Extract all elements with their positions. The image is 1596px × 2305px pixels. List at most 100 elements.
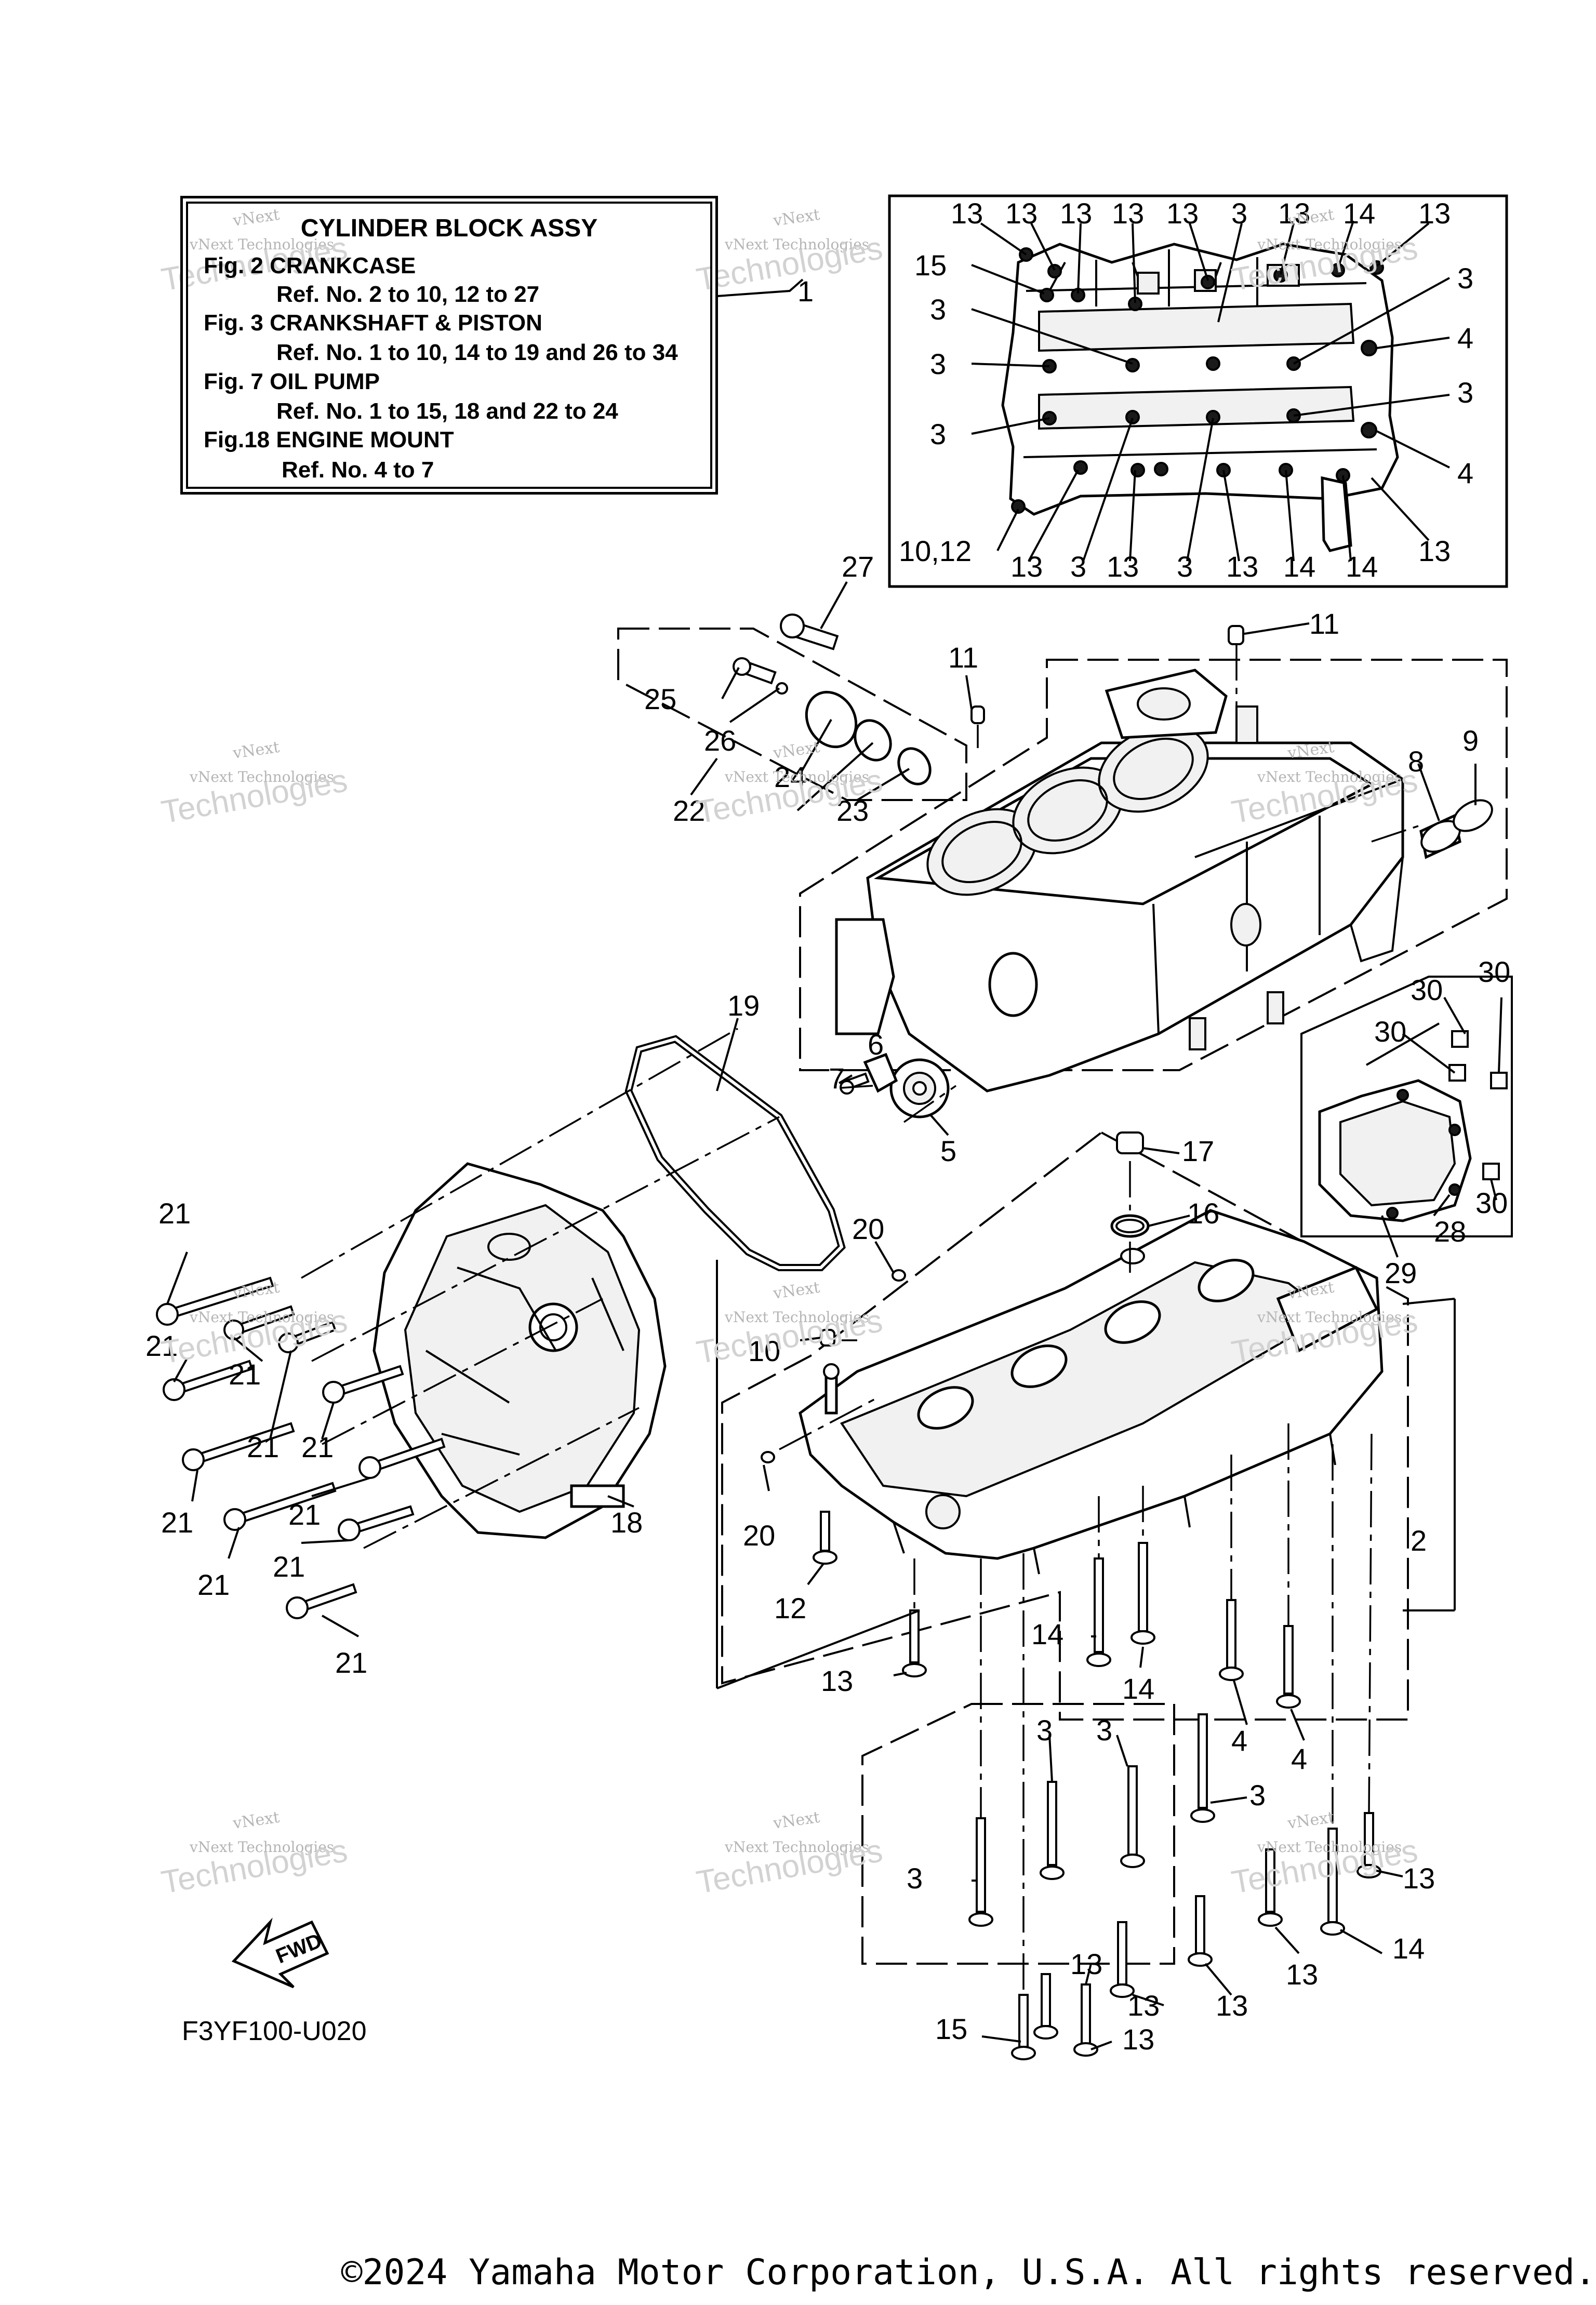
callout: 14 [1031, 1618, 1063, 1650]
reference-ref-line: Ref. No. 4 to 7 [282, 457, 434, 483]
callout: 18 [610, 1506, 643, 1539]
watermark-4: vNext vNext Technologies Technologies [158, 738, 350, 831]
svg-text:vNext: vNext [231, 1278, 281, 1303]
callout: 13 [1226, 550, 1258, 583]
svg-text:vNext: vNext [772, 738, 821, 763]
reference-fig-line: Fig. 7 OIL PUMP [204, 369, 380, 394]
callout: 10,12 [899, 535, 972, 567]
callout: 4 [1457, 322, 1473, 354]
svg-text:vNext Technologies: vNext Technologies [724, 768, 869, 785]
figure-code: F3YF100-U020 [182, 2016, 367, 2046]
callout: 4 [1231, 1724, 1247, 1757]
group-outline-22 [617, 628, 967, 801]
crankcase-bottom-view [1001, 243, 1399, 552]
callout: 13 [1005, 197, 1038, 230]
reference-fig-line: Fig.18 ENGINE MOUNT [204, 427, 454, 452]
callout: 20 [852, 1213, 884, 1245]
callout: 11 [1309, 607, 1339, 640]
reference-ref-line: Ref. No. 1 to 10, 14 to 19 and 26 to 34 [276, 340, 678, 365]
callout: 13 [1216, 1989, 1248, 2022]
bracket-lines [716, 1022, 1456, 1689]
callout: 3 [1457, 262, 1473, 295]
inset-callouts: 13 13 13 13 13 3 13 14 13 15 3 3 3 3 3 4… [899, 197, 1473, 583]
vertical-bolts [813, 1511, 1381, 2060]
callout: 21 [197, 1568, 230, 1601]
callout: 30 [1374, 1015, 1406, 1048]
callout: 20 [743, 1519, 775, 1552]
callout: 3 [930, 418, 946, 450]
callout: 21 [273, 1550, 305, 1583]
callout: 13 [1107, 550, 1139, 583]
svg-text:vNext: vNext [772, 1808, 821, 1833]
dowels-10-20 [761, 1269, 906, 1463]
callout: 5 [940, 1135, 956, 1167]
lower-crankcase [799, 1209, 1384, 1575]
callout: 13 [1278, 197, 1310, 230]
svg-text:vNext Technologies: vNext Technologies [1257, 236, 1402, 253]
callout: 14 [1392, 1932, 1425, 1965]
callout: 30 [1478, 955, 1510, 988]
bolts-21 [156, 1276, 446, 1619]
svg-text:vNext: vNext [772, 1278, 821, 1303]
callout: 13 [1166, 197, 1199, 230]
oil-seal-group [733, 614, 932, 785]
fwd-arrow [231, 1917, 329, 1989]
callout: 13 [1127, 1989, 1160, 2022]
side-cover-28 [1318, 1030, 1508, 1222]
reference-ref-line: Ref. No. 1 to 15, 18 and 22 to 24 [276, 398, 618, 424]
callout: 3 [907, 1862, 923, 1895]
svg-text:vNext Technologies: vNext Technologies [189, 236, 334, 253]
callout: 9 [1462, 724, 1479, 757]
svg-text:vNext Technologies: vNext Technologies [1257, 1838, 1402, 1856]
cover-18 [373, 1162, 667, 1539]
group-outline-lower [721, 1131, 1409, 1721]
main-leader-lines [166, 581, 1502, 2050]
group-outline-cover [1300, 976, 1513, 1237]
callout: 21 [335, 1646, 367, 1679]
callout: 14 [1122, 1672, 1154, 1705]
watermark-8: vNext vNext Technologies Technologies [694, 1278, 885, 1371]
callout: 3 [1457, 376, 1473, 409]
callout: 10 [748, 1335, 780, 1367]
callout: 8 [1408, 745, 1424, 778]
callout: 13 [1286, 1958, 1318, 1991]
callout: 28 [1434, 1215, 1466, 1248]
watermark-11: vNext vNext Technologies Technologies [694, 1808, 885, 1901]
callout: 13 [821, 1664, 853, 1697]
callout: 27 [842, 550, 874, 583]
callout: 21 [161, 1506, 193, 1539]
callout: 3 [1036, 1714, 1053, 1747]
callout: 3 [1249, 1779, 1266, 1811]
svg-text:vNext: vNext [231, 1808, 281, 1833]
reference-ref-line: Ref. No. 2 to 10, 12 to 27 [276, 282, 540, 307]
reference-fig-line: Fig. 2 CRANKCASE [204, 253, 416, 278]
callout: 23 [836, 794, 869, 827]
callout: 3 [930, 348, 946, 380]
callout: 21 [247, 1431, 279, 1463]
svg-text:vNext Technologies: vNext Technologies [189, 1838, 334, 1856]
callout: 3 [930, 293, 946, 326]
reference-box: CYLINDER BLOCK ASSY Fig. 2 CRANKCASE Ref… [180, 196, 718, 495]
callout: 14 [1283, 550, 1315, 583]
callout: 13 [1070, 1948, 1102, 1980]
cylinder-block [835, 669, 1404, 1092]
callout: 3 [1096, 1714, 1112, 1747]
callout: 25 [644, 683, 676, 715]
parts-5-6-7 [840, 1052, 950, 1118]
seal-16-17 [1110, 1131, 1150, 1238]
reference-fig-line: Fig. 3 CRANKSHAFT & PISTON [204, 310, 542, 336]
main-callouts: 1 27 11 11 25 26 24 23 22 8 9 19 6 7 5 1… [145, 275, 1510, 2056]
callout: 13 [1122, 2023, 1154, 2056]
callout: 15 [935, 2013, 967, 2045]
svg-text:vNext: vNext [772, 206, 821, 230]
callout: 12 [774, 1592, 806, 1624]
svg-text:vNext Technologies: vNext Technologies [724, 1309, 869, 1326]
callout: 14 [1343, 197, 1375, 230]
callout: 30 [1411, 974, 1443, 1006]
callout: 21 [145, 1329, 178, 1362]
callout: 3 [1070, 550, 1086, 583]
callout: 29 [1385, 1257, 1417, 1289]
callout: 22 [673, 794, 705, 827]
watermark-12: vNext vNext Technologies Technologies [1229, 1808, 1420, 1901]
